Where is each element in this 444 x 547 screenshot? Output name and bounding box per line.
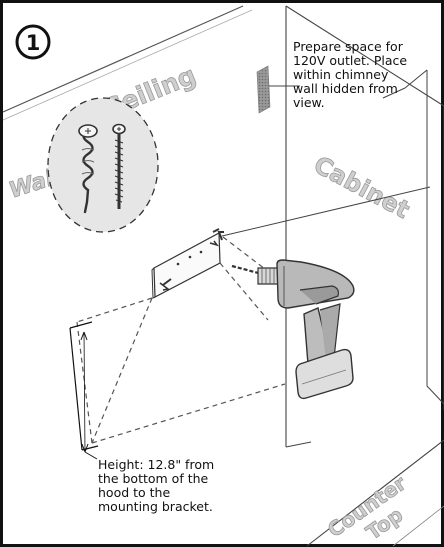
power-outlet-area bbox=[256, 65, 271, 114]
hood-dashed-outline bbox=[76, 236, 286, 444]
cabinet-front-edge bbox=[285, 5, 444, 107]
cabinet-bottom-edge bbox=[285, 441, 312, 448]
height-note: Height: 12.8" from the bottom of the hoo… bbox=[98, 458, 223, 514]
ceiling-edge-line-inner bbox=[2, 9, 253, 121]
cabinet-top-edge-2 bbox=[404, 69, 428, 89]
screw-icon bbox=[112, 123, 126, 209]
counter-top-label: Counter Top bbox=[323, 467, 430, 547]
mounting-bracket bbox=[151, 232, 221, 299]
ceiling-edge-line bbox=[2, 5, 244, 113]
height-dimension bbox=[69, 321, 99, 460]
cabinet-top-edge bbox=[382, 87, 406, 99]
hardware-inset bbox=[47, 97, 159, 233]
counter-top-edge-2 bbox=[392, 505, 444, 547]
cabinet-label: Cabinet bbox=[309, 151, 414, 225]
wall-anchor-icon bbox=[78, 124, 98, 214]
step-badge bbox=[15, 24, 51, 60]
anchor-location-marker-2 bbox=[162, 278, 172, 286]
outlet-note: Prepare space for 120V outlet. Place wit… bbox=[293, 39, 408, 110]
cabinet-chimney-edge bbox=[426, 70, 444, 405]
anchor-location-marker bbox=[212, 228, 224, 241]
drill-icon bbox=[231, 259, 355, 400]
counter-top-edge bbox=[306, 439, 444, 547]
bracket-leader-line bbox=[221, 186, 431, 237]
step-number: 1 bbox=[26, 31, 41, 55]
